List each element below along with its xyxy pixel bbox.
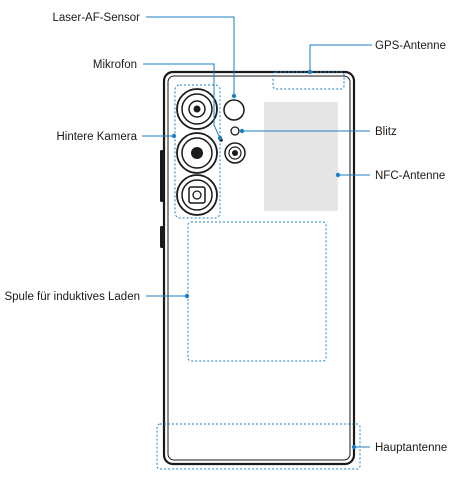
- callout-laser-af: [146, 16, 237, 99]
- label-laser-af-sensor: Laser-AF-Sensor: [52, 12, 140, 24]
- rear-camera-area: [174, 84, 221, 219]
- label-inductive-coil: Spule für induktives Laden: [4, 291, 140, 303]
- phone-body-inner: [167, 75, 351, 461]
- laser-af-sensor: [223, 99, 245, 121]
- label-nfc-antenna: NFC-Antenne: [375, 170, 445, 182]
- label-flash: Blitz: [375, 126, 397, 138]
- camera-lens-2: [176, 132, 218, 174]
- label-microphone: Mikrofon: [93, 59, 137, 71]
- camera-lens-3: [176, 174, 218, 216]
- microphone: [219, 138, 223, 142]
- small-camera-lens: [224, 142, 246, 164]
- nfc-antenna-area: [264, 102, 338, 211]
- label-gps-antenna: GPS-Antenne: [375, 40, 446, 52]
- camera-lens-1: [176, 88, 218, 130]
- label-main-antenna: Hauptantenne: [375, 442, 447, 454]
- label-rear-camera: Hintere Kamera: [56, 131, 137, 143]
- inductive-coil-area: [187, 221, 327, 362]
- callout-gps: [307, 44, 372, 75]
- flash: [230, 126, 240, 136]
- callout-microphone: [143, 63, 223, 141]
